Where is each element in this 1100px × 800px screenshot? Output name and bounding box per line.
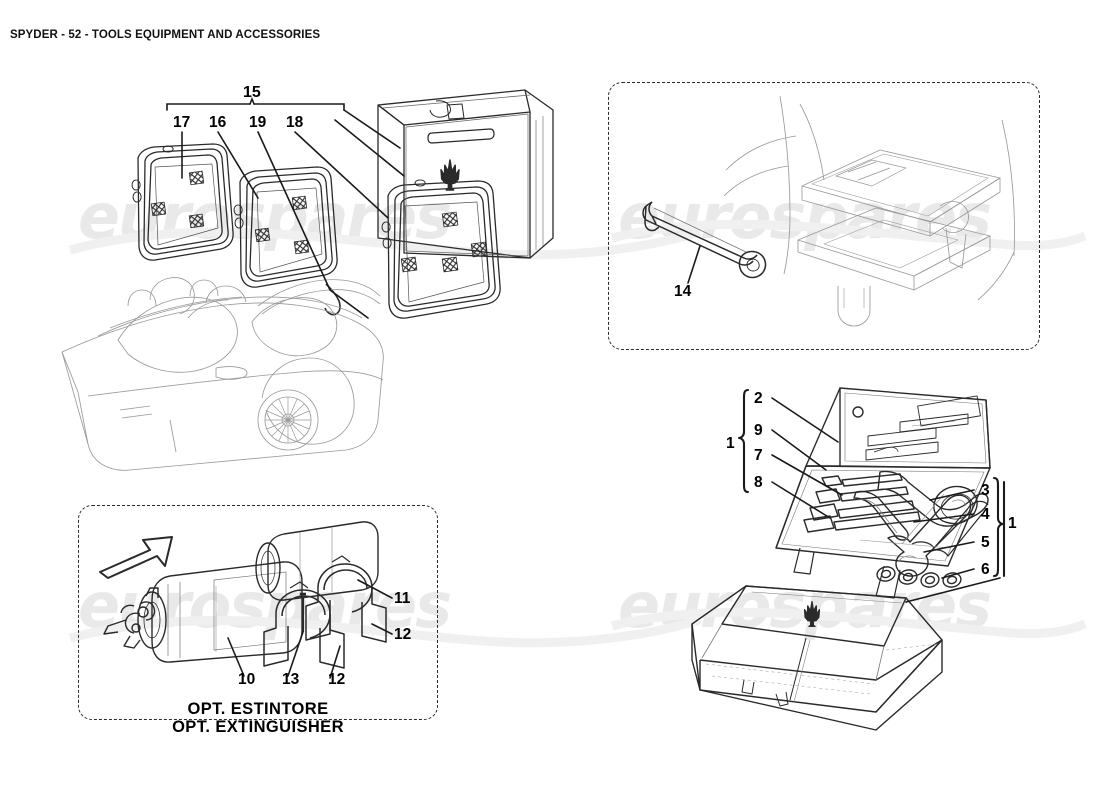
callout-17: 17 [173, 114, 191, 131]
callout-2: 2 [754, 390, 763, 407]
callout-5: 5 [981, 534, 990, 551]
extinguisher-caption-en: OPT. EXTINGUISHER [172, 718, 344, 736]
extinguisher-caption-it: OPT. ESTINTORE [187, 700, 329, 718]
callout-12b: 12 [328, 671, 346, 688]
callout-4: 4 [981, 506, 990, 523]
callout-1-left: 1 [726, 435, 735, 452]
callout-11: 11 [394, 590, 411, 607]
callout-19: 19 [249, 114, 267, 131]
watermark-text: eurospares [618, 569, 992, 642]
page-title: SPYDER - 52 - TOOLS EQUIPMENT AND ACCESS… [10, 29, 321, 41]
trunk-panel-border [608, 82, 1040, 350]
callout-8: 8 [754, 474, 763, 491]
callout-13: 13 [282, 671, 300, 688]
callout-15: 15 [243, 84, 261, 101]
callout-14: 14 [674, 283, 692, 300]
callout-6: 6 [981, 561, 990, 578]
callout-10: 10 [238, 671, 256, 688]
callout-9: 9 [754, 422, 763, 439]
callout-1-right: 1 [1008, 515, 1017, 532]
extinguisher-panel-border [78, 505, 438, 720]
callout-12a: 12 [394, 626, 412, 643]
callout-18: 18 [286, 114, 304, 131]
callout-7: 7 [754, 447, 763, 464]
callout-3: 3 [981, 482, 990, 499]
callout-16: 16 [209, 114, 227, 131]
watermark-text: eurospares [78, 180, 452, 253]
